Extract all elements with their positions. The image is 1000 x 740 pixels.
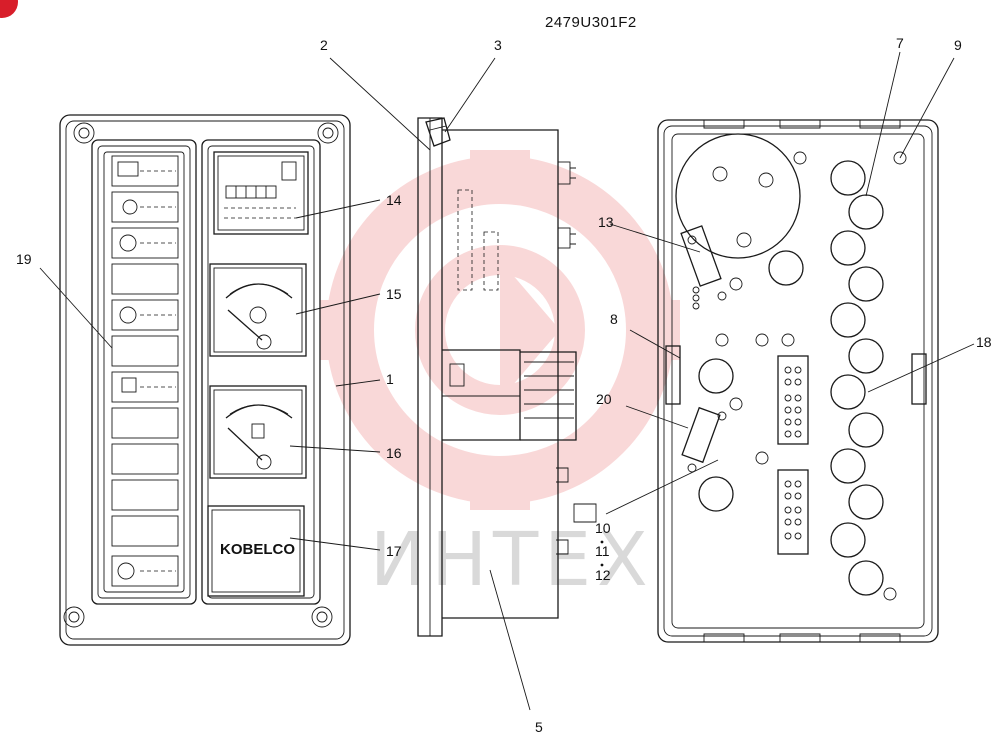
logo-plate: KOBELCO <box>207 505 305 597</box>
separator-dot <box>600 563 604 567</box>
callout-7: 7 <box>896 35 904 51</box>
hour-meter <box>213 151 309 235</box>
indicator-lamps <box>111 155 179 587</box>
callout-9: 9 <box>954 37 962 53</box>
terminal-blocks <box>777 355 809 555</box>
watermark-logo <box>320 150 680 510</box>
watermark-text: ИНТЕХ <box>370 517 654 603</box>
corner-badge <box>0 0 18 18</box>
callout-14: 14 <box>386 192 402 208</box>
callout-11: 11 <box>595 543 610 559</box>
callout-16: 16 <box>386 445 402 461</box>
kobelco-logo: KOBELCO <box>220 541 295 558</box>
callout-12: 12 <box>595 567 611 583</box>
side-view <box>417 117 597 637</box>
callout-8: 8 <box>610 311 618 327</box>
callout-5: 5 <box>535 719 543 735</box>
callout-15: 15 <box>386 286 402 302</box>
leader-lines <box>39 51 975 711</box>
drawing-number: 2479U301F2 <box>545 14 637 31</box>
callout-13: 13 <box>598 214 614 230</box>
bulb-sockets <box>698 160 884 596</box>
separator-dot <box>600 540 604 544</box>
callout-3: 3 <box>494 37 502 53</box>
callout-10: 10 <box>595 520 611 536</box>
callout-20: 20 <box>596 391 612 407</box>
callout-19: 19 <box>16 251 32 267</box>
callout-17: 17 <box>386 543 402 559</box>
callout-18: 18 <box>976 334 992 350</box>
callout-1: 1 <box>386 371 394 387</box>
fuel-gauge <box>209 385 307 479</box>
front-panel: KOBELCO <box>59 114 351 646</box>
rear-panel <box>657 119 939 643</box>
temperature-gauge <box>209 263 307 357</box>
callout-2: 2 <box>320 37 328 53</box>
